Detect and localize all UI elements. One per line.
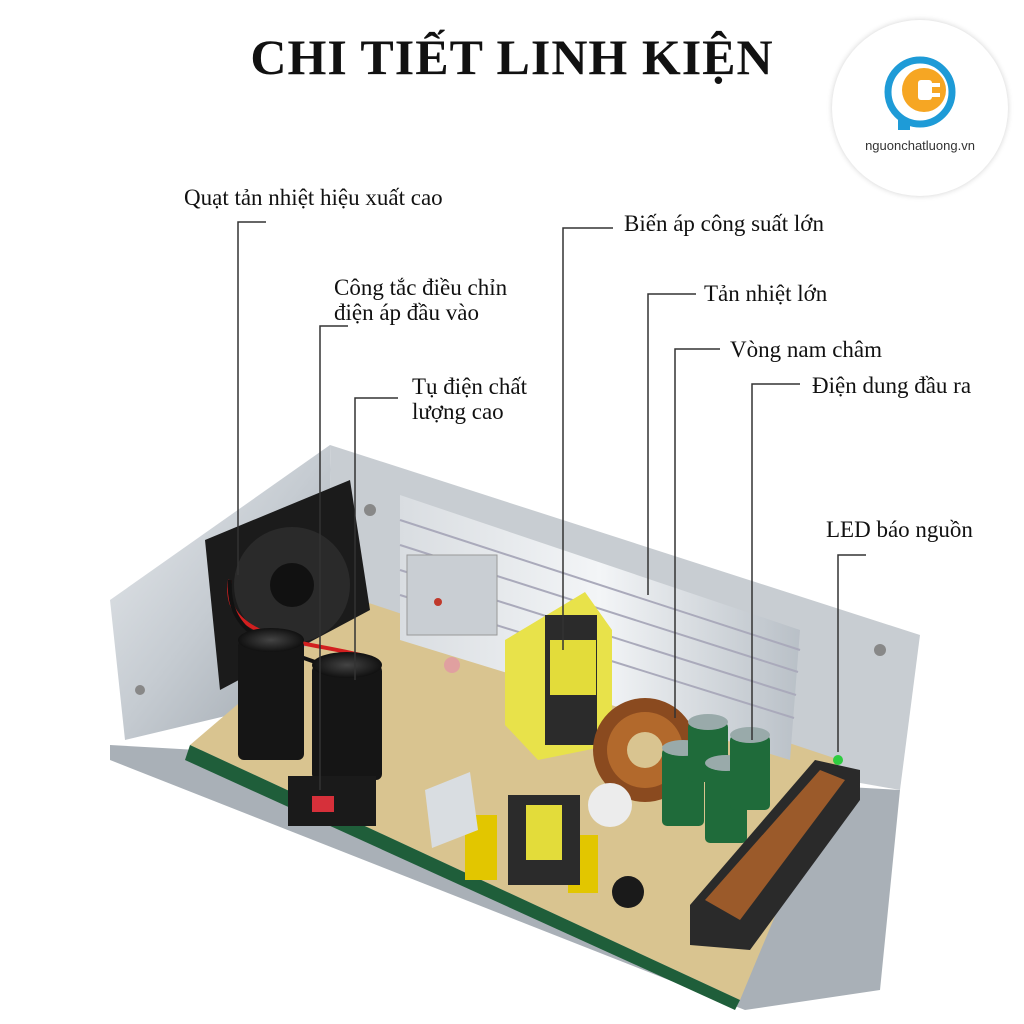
label-ring: Vòng nam châm	[730, 337, 883, 362]
callout-lines	[237, 221, 866, 790]
callout-line-capacitor	[354, 397, 398, 680]
callout-line-output-cap	[751, 383, 800, 740]
label-capacitor-line2: lượng cao	[412, 399, 504, 424]
label-led: LED báo nguồn	[826, 517, 973, 542]
label-fan: Quạt tản nhiệt hiệu xuất cao	[184, 185, 443, 210]
main-transformer	[505, 592, 612, 760]
page-title: CHI TIẾT LINH KIỆN	[250, 29, 774, 85]
terminal-block	[690, 755, 860, 950]
logo-text: nguonchatluong.vn	[865, 138, 975, 153]
input-capacitors	[238, 628, 382, 780]
brand-logo: nguonchatluong.vn	[832, 20, 1008, 196]
label-switch-line2: điện áp đầu vào	[334, 300, 479, 325]
plug-bulb-icon	[884, 56, 956, 130]
callout-line-fan	[237, 221, 266, 575]
output-capacitors	[662, 714, 770, 843]
voltage-switch	[288, 776, 376, 826]
label-output-cap: Điện dung đầu ra	[812, 373, 972, 398]
callout-line-ring	[674, 348, 720, 718]
label-capacitor-line1: Tụ điện chất	[412, 374, 527, 399]
callout-line-transformer	[562, 227, 613, 650]
small-components	[425, 657, 644, 908]
callout-line-led	[837, 554, 866, 752]
label-heatsink: Tản nhiệt lớn	[704, 281, 828, 306]
callout-line-heatsink	[647, 293, 696, 595]
label-transformer: Biến áp công suất lớn	[624, 211, 824, 236]
callout-line-switch	[319, 325, 348, 790]
label-switch-line1: Công tắc điều chỉn	[334, 275, 508, 300]
